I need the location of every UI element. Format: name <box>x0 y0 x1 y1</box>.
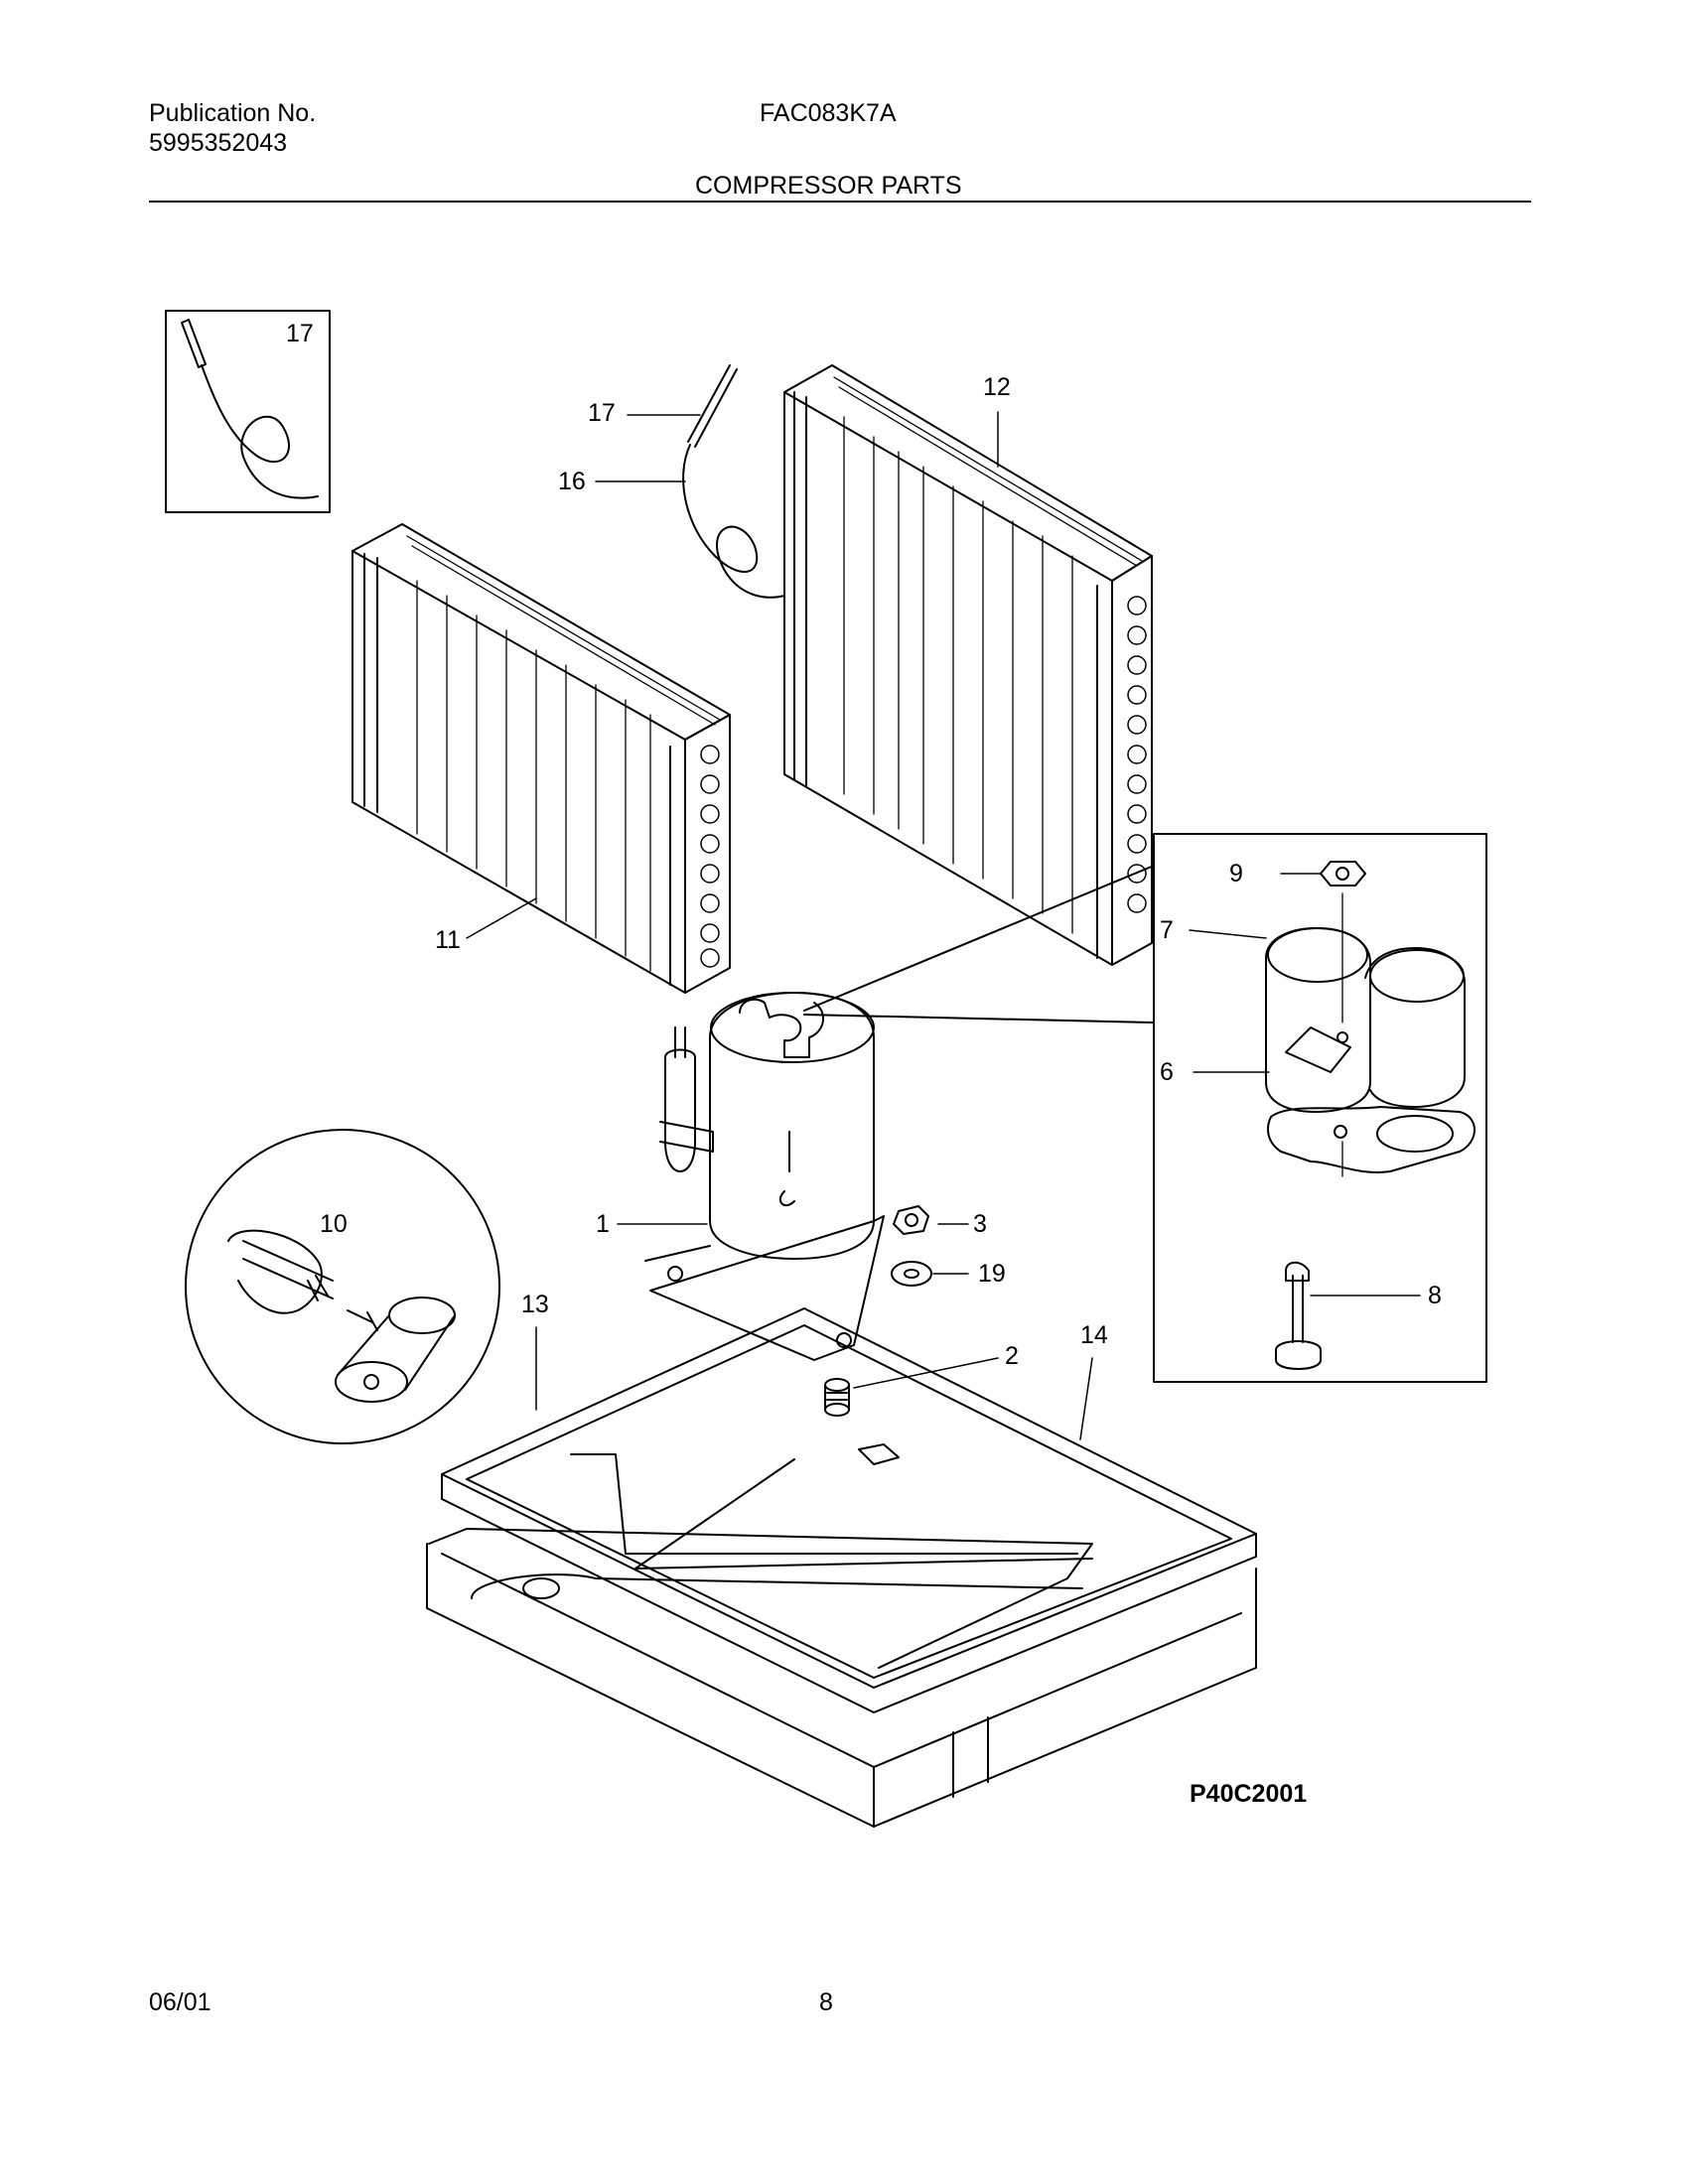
callout-2: 2 <box>1005 1342 1019 1370</box>
callout-9: 9 <box>1229 860 1243 887</box>
callout-7: 7 <box>1160 916 1174 944</box>
sensor-inset-box <box>165 310 331 513</box>
grommet-2 <box>824 1378 850 1417</box>
washer-19 <box>891 1261 932 1287</box>
publication-number: 5995352043 <box>149 129 288 157</box>
section-title: COMPRESSOR PARTS <box>695 172 962 200</box>
callout-12: 12 <box>983 373 1011 401</box>
callout-16: 16 <box>558 468 586 495</box>
overload-detail-box <box>803 833 1487 1383</box>
compressor-1 <box>644 992 885 1361</box>
nut-3 <box>893 1205 929 1235</box>
page-number: 8 <box>819 1988 833 2016</box>
callout-10: 10 <box>320 1210 348 1238</box>
callout-19: 19 <box>978 1260 1006 1288</box>
base-pan-13 <box>426 1528 1257 1828</box>
callout-17-inset: 17 <box>286 320 314 347</box>
base-pan-14 <box>441 1307 1257 1713</box>
footer-date: 06/01 <box>149 1988 211 2016</box>
figure-code: P40C2001 <box>1190 1780 1307 1808</box>
callout-3: 3 <box>973 1210 987 1238</box>
heater-inset-10 <box>185 1129 500 1444</box>
callout-17: 17 <box>588 399 616 427</box>
callout-14: 14 <box>1080 1321 1108 1349</box>
callout-1: 1 <box>596 1210 610 1238</box>
condenser-coil-12 <box>783 364 1153 966</box>
publication-label: Publication No. <box>149 99 317 127</box>
leader-lines <box>466 411 1421 1440</box>
evaporator-coil-11 <box>352 523 731 994</box>
callout-6: 6 <box>1160 1058 1174 1086</box>
callout-13: 13 <box>521 1291 549 1318</box>
sensor-wire-16 <box>682 364 785 599</box>
model-number: FAC083K7A <box>760 99 897 127</box>
header-rule <box>149 201 1531 203</box>
callout-11: 11 <box>435 926 461 954</box>
callout-8: 8 <box>1428 1282 1442 1309</box>
